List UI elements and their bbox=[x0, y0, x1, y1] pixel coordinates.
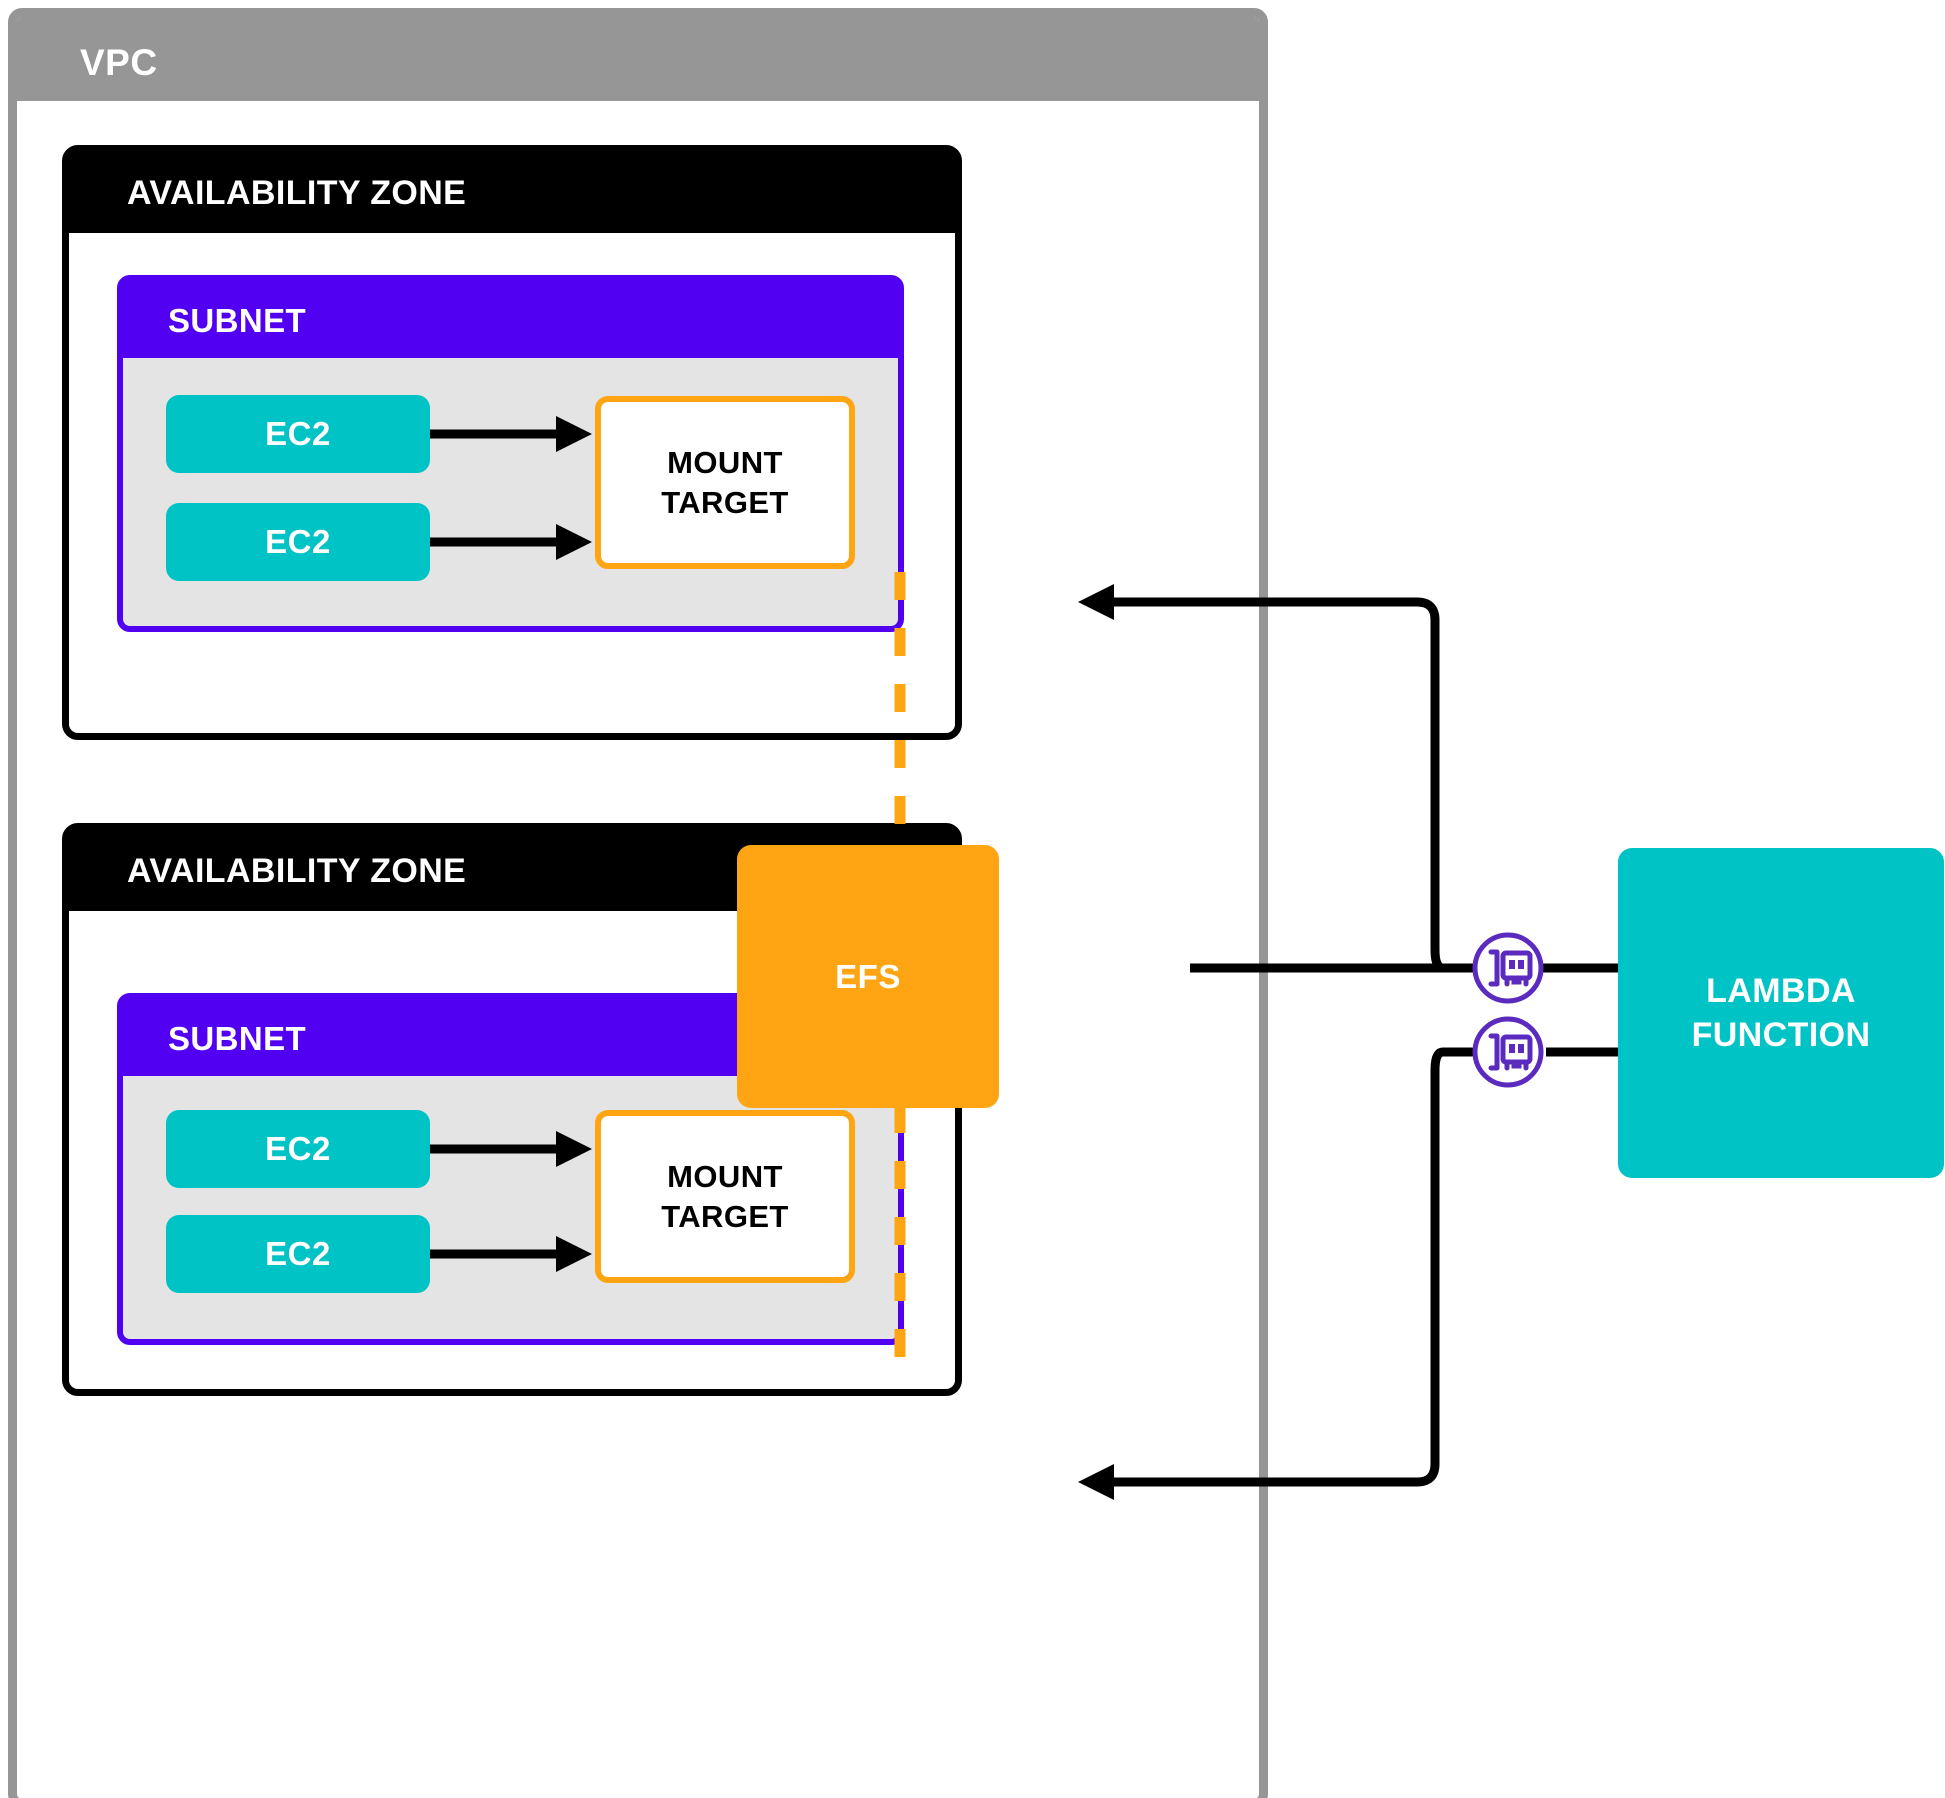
ec2-instance-2b[interactable]: EC2 bbox=[166, 1215, 430, 1293]
mount-target-1-line2: TARGET bbox=[661, 484, 789, 520]
lambda-function-node[interactable]: LAMBDA FUNCTION bbox=[1618, 848, 1944, 1178]
mount-target-2-line1: MOUNT bbox=[667, 1158, 783, 1194]
lambda-label-line1: LAMBDA bbox=[1706, 971, 1856, 1010]
mount-target-1[interactable]: MOUNT TARGET bbox=[595, 396, 855, 569]
availability-zone-2-label: AVAILABILITY ZONE bbox=[127, 852, 467, 890]
eni-network-interface-icon-bottom[interactable] bbox=[1470, 1014, 1546, 1090]
availability-zone-1-header bbox=[68, 151, 956, 233]
subnet-2-label: SUBNET bbox=[168, 1020, 307, 1057]
vpc-header-bar bbox=[17, 17, 1259, 101]
efs-node[interactable]: EFS bbox=[737, 845, 999, 1108]
mount-target-2[interactable]: MOUNT TARGET bbox=[595, 1110, 855, 1283]
vpc-label: VPC bbox=[80, 42, 158, 83]
lambda-label-line2: FUNCTION bbox=[1691, 1016, 1871, 1054]
ec2-instance-1a[interactable]: EC2 bbox=[166, 395, 430, 473]
eni-network-interface-icon-top[interactable] bbox=[1470, 930, 1546, 1006]
subnet-1-label: SUBNET bbox=[168, 302, 307, 339]
availability-zone-1-label: AVAILABILITY ZONE bbox=[127, 174, 467, 212]
subnet-1-header bbox=[122, 280, 899, 358]
ec2-instance-2a[interactable]: EC2 bbox=[166, 1110, 430, 1188]
ec2-instance-1b[interactable]: EC2 bbox=[166, 503, 430, 581]
mount-target-2-line2: TARGET bbox=[661, 1198, 789, 1234]
mount-target-1-line1: MOUNT bbox=[667, 444, 783, 480]
